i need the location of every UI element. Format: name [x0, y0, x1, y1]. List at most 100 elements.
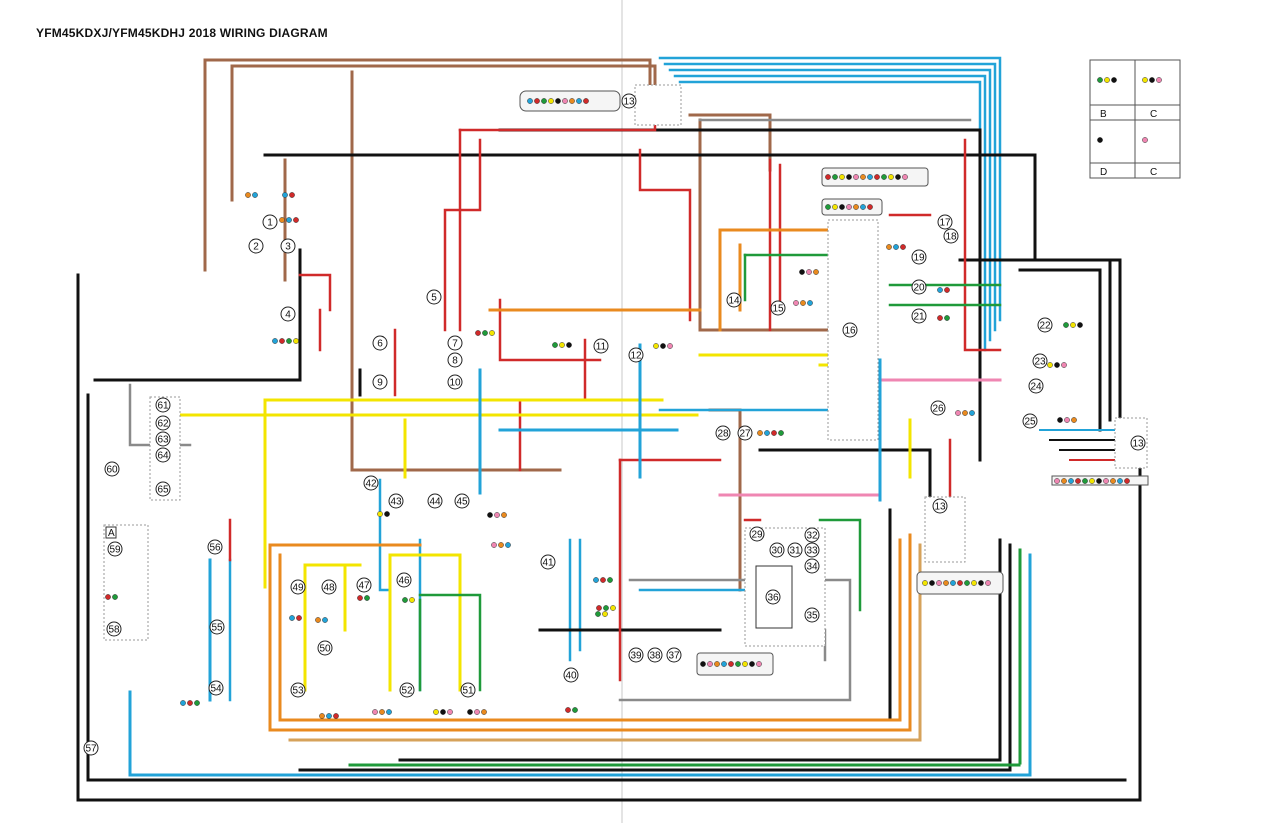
component-16: 16 [842, 322, 858, 338]
component-13: 13 [621, 93, 637, 109]
coupler-pin [364, 595, 370, 601]
component-51: 51 [460, 682, 476, 698]
coupler-pin [1117, 478, 1123, 484]
component-48-number: 48 [323, 583, 335, 594]
coupler-pin [1061, 362, 1067, 368]
component-37-number: 37 [668, 651, 680, 662]
coupler-pin [667, 343, 673, 349]
component-41: 41 [540, 554, 556, 570]
coupler-pin [505, 542, 511, 548]
coupler-pin [315, 617, 321, 623]
component-64: 64 [155, 447, 171, 463]
coupler-pin [660, 343, 666, 349]
component-9: 9 [372, 374, 388, 390]
wire-red-1 [458, 108, 657, 132]
coupler-pin [409, 597, 415, 603]
component-61-number: 61 [157, 401, 169, 412]
component-5: 5 [426, 289, 442, 305]
component-32: 32 [804, 527, 820, 543]
component-45-number: 45 [456, 497, 468, 508]
wire-black-2 [76, 273, 1142, 802]
coupler-pin [286, 338, 292, 344]
component-54-number: 54 [210, 684, 222, 695]
coupler-pin [1156, 77, 1162, 83]
component-50: 50 [317, 640, 333, 656]
coupler-pin [440, 709, 446, 715]
component-11: 11 [593, 338, 609, 354]
coupler-pin [1124, 478, 1130, 484]
coupler-dots [105, 77, 1162, 719]
coupler-pin [447, 709, 453, 715]
component-22-number: 22 [1039, 321, 1051, 332]
component-28-ring [715, 425, 731, 441]
component-21-ring [911, 308, 927, 324]
wire-gray-2 [618, 578, 852, 702]
coupler-pin [379, 709, 385, 715]
component-56-number: 56 [209, 543, 221, 554]
legend-letter-c1: C [1150, 109, 1157, 120]
wire-orange-6 [278, 553, 902, 722]
component-18-ring [943, 228, 959, 244]
component-54: 54 [208, 680, 224, 696]
wire-black-3 [93, 248, 302, 382]
wire-black-10 [958, 258, 1112, 422]
component-9-number: 9 [377, 378, 383, 389]
component-7-number: 7 [452, 339, 458, 350]
component-45-ring [454, 493, 470, 509]
component-53: 53 [290, 682, 306, 698]
component-32-ring [804, 527, 820, 543]
wire-orange-5 [268, 543, 912, 732]
coupler-pin [322, 617, 328, 623]
coupler-pin [1064, 417, 1070, 423]
component-12-number: 12 [630, 351, 642, 362]
component-16-number: 16 [844, 326, 856, 337]
component-51-ring [460, 682, 476, 698]
component-23: 23 [1032, 353, 1048, 369]
component-13-number: 13 [623, 97, 635, 108]
component-42: 42 [363, 475, 379, 491]
coupler-pin [548, 98, 554, 104]
coupler-pin [541, 98, 547, 104]
coupler-pin [846, 204, 852, 210]
component-23-ring [1032, 353, 1048, 369]
wire-green-3 [418, 593, 482, 692]
component-37: 37 [666, 647, 682, 663]
component-21: 21 [911, 308, 927, 324]
component-39: 39 [628, 647, 644, 663]
coupler-pin [1097, 137, 1103, 143]
coupler-pin [572, 707, 578, 713]
coupler-pin [944, 287, 950, 293]
coupler-pin [985, 580, 991, 586]
box-a-label: A [108, 528, 115, 539]
coupler-pin [286, 217, 292, 223]
component-55-number: 55 [211, 623, 223, 634]
coupler-pin [489, 330, 495, 336]
component-17-ring [937, 214, 953, 230]
component-25-ring [1022, 413, 1038, 429]
coupler-pin [978, 580, 984, 586]
component-29-ring [749, 526, 765, 542]
coupler-pin [853, 204, 859, 210]
component-10: 10 [447, 374, 463, 390]
coupler-pin [357, 595, 363, 601]
coupler-pin [969, 410, 975, 416]
coupler-pin [600, 577, 606, 583]
coupler-pin [296, 615, 302, 621]
component-1-number: 1 [267, 218, 273, 229]
coupler-pin [569, 98, 575, 104]
coupler-pin [825, 174, 831, 180]
coupler-pin [955, 410, 961, 416]
component-58-ring [106, 621, 122, 637]
coupler-pin [944, 315, 950, 321]
component-20: 20 [911, 279, 927, 295]
coupler-pin [853, 174, 859, 180]
coupler-pin [1075, 478, 1081, 484]
coupler-pin [793, 300, 799, 306]
component-26-number: 26 [932, 404, 944, 415]
component-42-number: 42 [365, 479, 377, 490]
component-4: 4 [280, 306, 296, 322]
component-55-ring [209, 619, 225, 635]
component-27-ring [737, 425, 753, 441]
component-39-ring [628, 647, 644, 663]
component-11-number: 11 [596, 342, 607, 353]
